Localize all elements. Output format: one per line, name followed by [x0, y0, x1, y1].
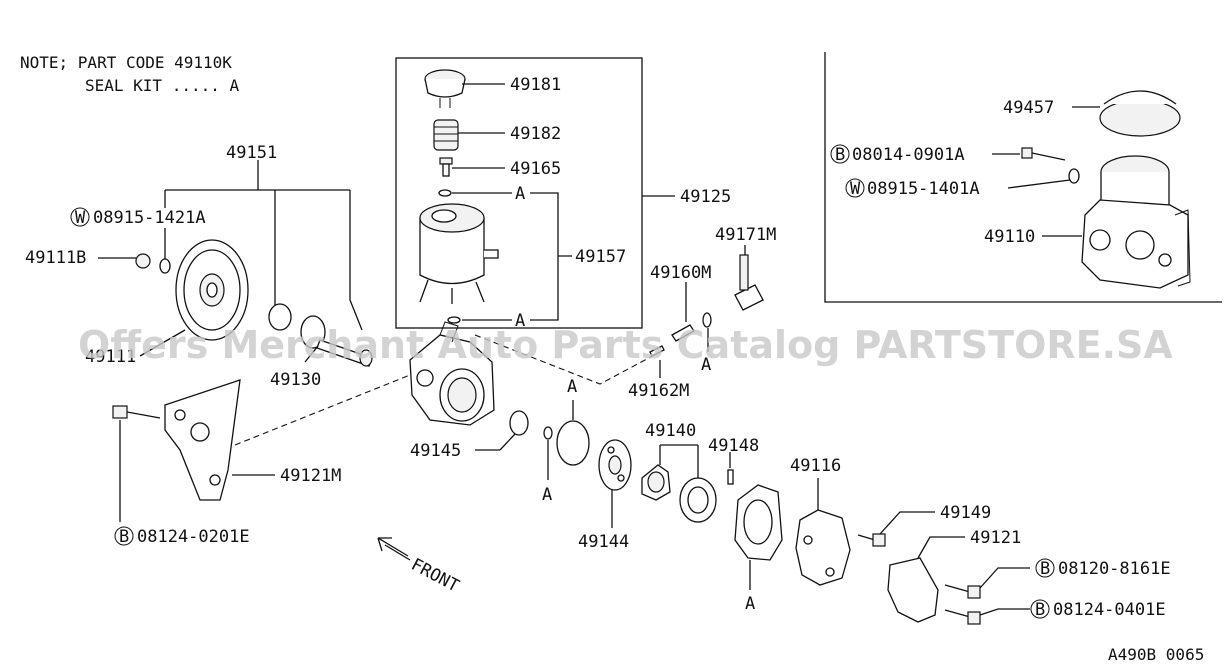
- washer-symbol-icon-2: [70, 207, 90, 227]
- label-49121m: 49121M: [280, 466, 341, 486]
- leader-49151: [164, 160, 363, 331]
- washer-08915-1421a[interactable]: [159, 258, 171, 274]
- bolt-symbol-icon-4: [1030, 599, 1050, 619]
- seal-ring-bottom[interactable]: [447, 316, 461, 324]
- reservoir-inset-frame: [395, 57, 643, 329]
- seal-marker-a-oring-left: A: [542, 485, 552, 505]
- seal-marker-a-valve: A: [701, 355, 711, 375]
- valve-49160m[interactable]: [671, 324, 695, 342]
- shaft-49130[interactable]: [300, 315, 373, 367]
- strainer-49182[interactable]: [433, 119, 459, 151]
- bolt-symbol-b-2: B: [119, 527, 129, 547]
- label-08915-1421a: 08915-1421A: [93, 208, 206, 228]
- note-part-code: NOTE; PART CODE 49110K: [20, 53, 232, 72]
- label-49144: 49144: [578, 532, 629, 552]
- bolt-49165[interactable]: [439, 157, 453, 177]
- pulley-49111[interactable]: [175, 239, 249, 341]
- spring-49162m[interactable]: [649, 345, 665, 357]
- bolt-symbol-b-3: B: [1040, 559, 1050, 579]
- bracket-49121m[interactable]: [164, 379, 241, 501]
- oil-seal-49145[interactable]: [509, 410, 529, 436]
- bolt-08124-0201e[interactable]: [112, 405, 161, 419]
- bolt-symbol-b-4: B: [1035, 600, 1045, 620]
- washer-symbol-w-1: W: [850, 179, 861, 199]
- bolt-08120-8161e[interactable]: [944, 584, 981, 599]
- snap-ring[interactable]: [268, 303, 292, 331]
- connector-49171m[interactable]: [734, 254, 764, 311]
- seal-marker-a-reservoir-bottom: A: [515, 311, 525, 331]
- seal-marker-a-oring-right: A: [567, 377, 577, 397]
- seal-marker-a-reservoir-top: A: [515, 184, 525, 204]
- seal-marker-a-gasket: A: [745, 594, 755, 614]
- label-49121: 49121: [970, 528, 1021, 548]
- alignment-line-bracket: [234, 374, 411, 446]
- o-ring-valve[interactable]: [702, 312, 712, 328]
- label-49149: 49149: [940, 503, 991, 523]
- label-08120-8161e: 08120-8161E: [1058, 559, 1171, 579]
- note-seal-kit: SEAL KIT ..... A: [85, 76, 239, 95]
- front-label: FRONT: [408, 555, 463, 597]
- label-49130: 49130: [270, 370, 321, 390]
- bolt-symbol-icon: [830, 144, 850, 164]
- label-49181: 49181: [510, 75, 561, 95]
- label-49140: 49140: [645, 421, 696, 441]
- reservoir-cap-49457[interactable]: [1099, 90, 1181, 137]
- seal-ring-top[interactable]: [438, 189, 452, 197]
- gasket[interactable]: [734, 484, 783, 561]
- pump-body[interactable]: [409, 321, 495, 426]
- o-ring-large[interactable]: [556, 420, 590, 466]
- cam-ring-49140[interactable]: [679, 477, 717, 523]
- reservoir-cap-49181[interactable]: [424, 69, 466, 108]
- bolt-08014-0901a[interactable]: [1021, 147, 1066, 161]
- label-49148: 49148: [708, 436, 759, 456]
- bracket-49121[interactable]: [887, 557, 939, 623]
- diagram-code: A490B 0065: [1108, 645, 1204, 664]
- front-arrow-icon: [377, 537, 411, 561]
- side-plate-49144[interactable]: [598, 439, 632, 491]
- bolt-symbol-icon-2: [114, 526, 134, 546]
- label-08915-1401a: 08915-1401A: [867, 179, 980, 199]
- label-49162m: 49162M: [628, 381, 689, 401]
- label-08124-0401e: 08124-0401E: [1053, 600, 1166, 620]
- assembly-inset-frame: [824, 52, 1222, 303]
- o-ring-small-left[interactable]: [543, 426, 553, 440]
- label-08124-0201e: 08124-0201E: [137, 527, 250, 547]
- label-49457: 49457: [1003, 98, 1054, 118]
- watermark: Offers Merchant Auto Parts Catalog PARTS…: [78, 323, 1173, 367]
- label-49111b: 49111B: [25, 248, 86, 268]
- pin-49148[interactable]: [727, 469, 734, 485]
- bolt-symbol-icon-3: [1035, 558, 1055, 578]
- label-49160m: 49160M: [650, 263, 711, 283]
- reservoir-tank-49157[interactable]: [419, 203, 499, 304]
- label-49110: 49110: [984, 227, 1035, 247]
- label-49157: 49157: [575, 247, 626, 267]
- nut-49111b[interactable]: [135, 253, 151, 269]
- bolt-08124-0401e[interactable]: [944, 609, 981, 625]
- rear-cover-49116[interactable]: [795, 509, 851, 586]
- label-49171m: 49171M: [715, 225, 776, 245]
- washer-08915-1401a[interactable]: [1068, 168, 1080, 184]
- rotor-49140[interactable]: [641, 464, 671, 501]
- label-49125: 49125: [680, 187, 731, 207]
- label-49145: 49145: [410, 441, 461, 461]
- bolt-symbol-b-1: B: [835, 145, 845, 165]
- label-49111: 49111: [85, 347, 136, 367]
- label-49151: 49151: [226, 143, 277, 163]
- bolt-49149[interactable]: [857, 533, 886, 547]
- washer-symbol-w-2: W: [75, 208, 86, 228]
- washer-symbol-icon: [845, 178, 865, 198]
- label-49182: 49182: [510, 124, 561, 144]
- label-49116: 49116: [790, 456, 841, 476]
- label-08014-0901a: 08014-0901A: [852, 145, 965, 165]
- label-49165: 49165: [510, 159, 561, 179]
- pump-assembly-49110[interactable]: [1081, 155, 1191, 289]
- alignment-line-valve: [474, 334, 661, 385]
